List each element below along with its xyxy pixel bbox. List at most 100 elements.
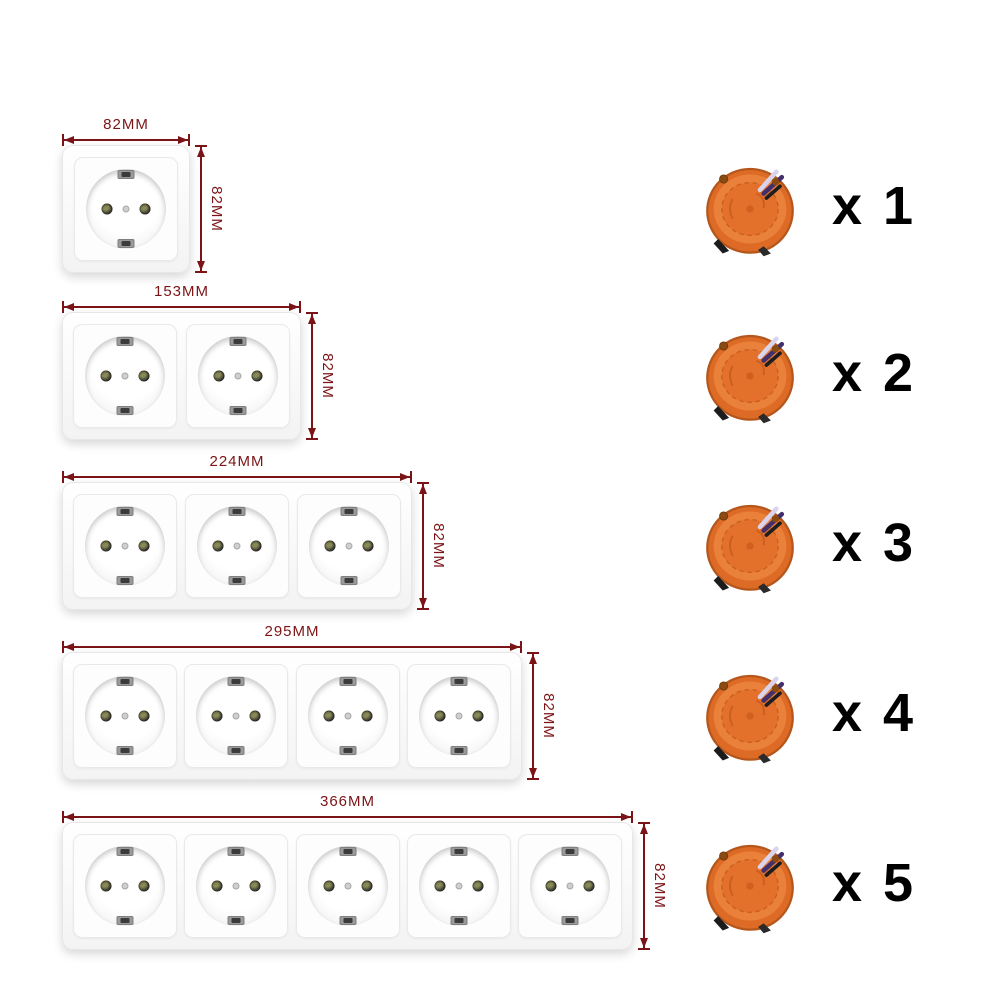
earth-clip-top — [116, 677, 134, 686]
width-dimension-label: 153MM — [153, 283, 210, 300]
pin-hole-left — [434, 710, 446, 722]
dim-tick — [417, 482, 429, 484]
socket — [406, 834, 511, 938]
pin-hole-right — [139, 203, 151, 215]
socket-recess — [86, 169, 166, 249]
width-dimension: 295MM — [62, 623, 522, 653]
earth-clip-top — [116, 507, 134, 516]
earth-clip-top — [227, 677, 245, 686]
earth-clip-top — [227, 847, 245, 856]
pin-hole-right — [138, 540, 150, 552]
quantity-label: x 1 — [832, 176, 917, 236]
pin-hole-left — [323, 880, 334, 892]
pin-hole-left — [213, 370, 225, 382]
pin-hole-left — [100, 540, 112, 552]
height-dimension: 82MM — [527, 652, 557, 780]
width-dimension: 224MM — [62, 453, 412, 483]
dim-arrowhead — [64, 643, 74, 651]
socket — [73, 834, 177, 938]
center-screw — [121, 712, 129, 720]
mounting-box — [700, 326, 800, 426]
socket-plate-4gang — [62, 652, 522, 780]
dim-arrowhead — [529, 654, 537, 664]
width-dimension-label: 82MM — [103, 116, 149, 133]
dim-tick — [62, 471, 64, 483]
socket-recess — [418, 676, 499, 756]
earth-clip-bottom — [116, 746, 134, 755]
mounting-box — [700, 666, 800, 766]
earth-clip-bottom — [561, 916, 579, 925]
dim-tick — [188, 134, 190, 146]
mounting-box-image — [706, 504, 794, 594]
earth-clip-top — [561, 847, 579, 856]
dim-tick — [62, 134, 64, 146]
socket — [74, 157, 178, 261]
dim-arrowhead — [419, 484, 427, 494]
height-dimension: 82MM — [417, 482, 447, 610]
dim-arrowhead — [64, 303, 74, 311]
pin-hole-right — [362, 540, 374, 552]
earth-clip-bottom — [339, 746, 357, 755]
dimension-line — [62, 811, 633, 823]
earth-clip-top — [228, 507, 246, 516]
earth-clip-top — [340, 507, 358, 516]
earth-clip-bottom — [227, 746, 245, 755]
socket-recess — [307, 846, 388, 926]
pin-hole-right — [583, 880, 595, 892]
earth-clip-top — [117, 170, 135, 179]
pin-hole-right — [472, 710, 484, 722]
dim-arrowhead — [197, 147, 205, 157]
socket — [295, 664, 400, 768]
width-dimension-label: 224MM — [209, 453, 265, 470]
width-dimension-label: 295MM — [264, 623, 320, 640]
socket — [184, 664, 289, 768]
mounting-box-image — [706, 334, 794, 424]
mounting-box-image — [706, 674, 794, 764]
earth-clip-bottom — [229, 406, 247, 415]
socket-recess — [196, 676, 277, 756]
center-screw — [232, 882, 240, 890]
dim-arrowhead — [419, 598, 427, 608]
socket-recess — [85, 676, 165, 756]
pin-hole-right — [138, 370, 150, 382]
earth-clip-bottom — [450, 916, 468, 925]
dim-tick — [638, 948, 650, 950]
pin-hole-left — [211, 710, 223, 722]
earth-clip-bottom — [116, 406, 134, 415]
socket-recess — [309, 506, 389, 586]
pin-hole-right — [249, 710, 261, 722]
socket — [73, 664, 177, 768]
dim-tick — [631, 811, 633, 823]
socket-plate-3gang — [62, 482, 412, 610]
socket-recess — [85, 336, 165, 416]
pin-hole-left — [212, 540, 224, 552]
mounting-box-image — [706, 167, 794, 257]
height-dimension-label: 82MM — [430, 523, 447, 569]
earth-clip-bottom — [450, 746, 468, 755]
dim-arrowhead — [529, 768, 537, 778]
socket-recess — [198, 336, 278, 416]
dim-arrowhead — [308, 314, 316, 324]
socket — [185, 494, 289, 598]
dim-arrowhead — [64, 473, 74, 481]
socket — [295, 834, 400, 938]
dim-tick — [195, 271, 207, 273]
pin-hole-left — [211, 880, 223, 892]
dim-arrowhead — [640, 938, 648, 948]
socket-recess — [530, 846, 610, 926]
center-screw — [345, 542, 353, 550]
socket-plate-1gang — [62, 145, 190, 273]
height-dimension-label: 82MM — [208, 186, 225, 232]
center-screw — [344, 882, 351, 890]
pin-hole-left — [324, 540, 336, 552]
dim-tick — [62, 641, 64, 653]
dim-tick — [410, 471, 412, 483]
socket-recess — [197, 506, 277, 586]
pin-hole-left — [434, 880, 446, 892]
socket-recess — [85, 506, 165, 586]
earth-clip-top — [339, 847, 356, 856]
dim-arrowhead — [510, 643, 520, 651]
dim-tick — [306, 312, 318, 314]
center-screw — [455, 882, 463, 890]
